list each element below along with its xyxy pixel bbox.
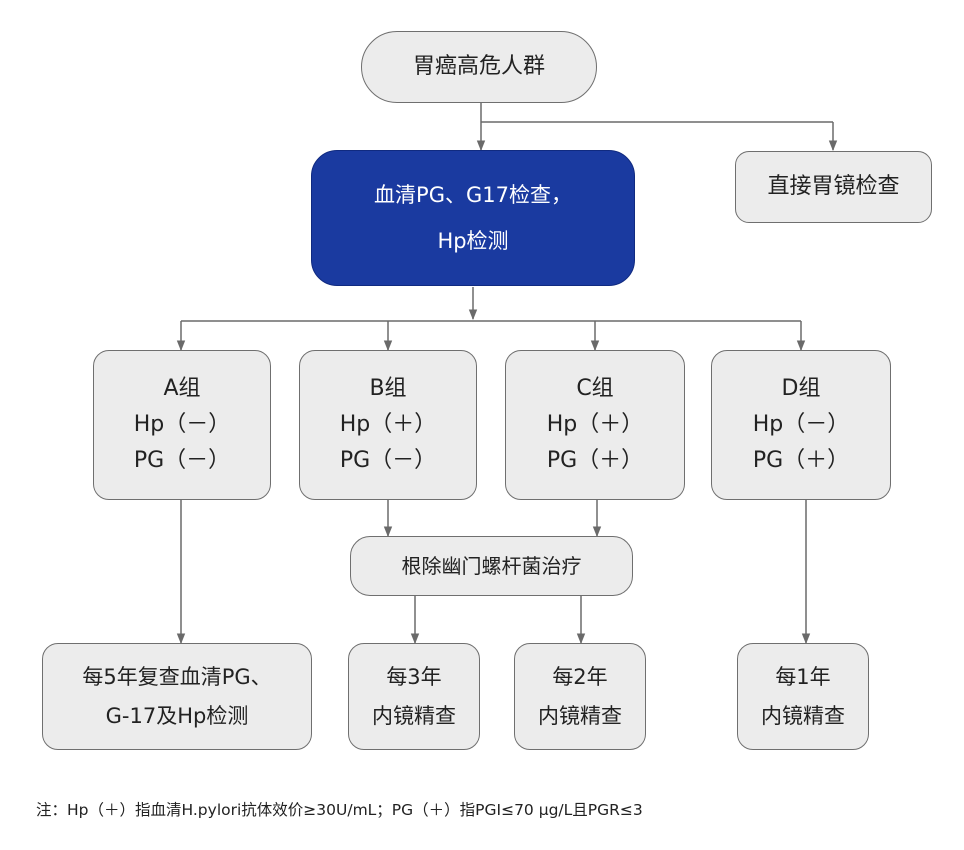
group-a-node: A组 Hp（－） PG（－）	[93, 350, 271, 500]
followup-a-node: 每5年复查血清PG、 G-17及Hp检测	[42, 643, 312, 750]
followup-a-line2: G-17及Hp检测	[105, 703, 249, 728]
group-b-name: B组	[369, 375, 407, 401]
treatment-node: 根除幽门螺杆菌治疗	[350, 536, 633, 596]
followup-d-line1: 每1年	[775, 664, 831, 689]
followup-b-node: 每3年 内镜精查	[348, 643, 480, 750]
followup-b-line2: 内镜精查	[372, 703, 456, 728]
group-d-hp: Hp（－）	[752, 411, 850, 437]
group-a-name: A组	[163, 375, 201, 401]
blood-test-line1: 血清PG、G17检查，	[374, 182, 572, 207]
treatment-label: 根除幽门螺杆菌治疗	[401, 554, 582, 578]
start-label: 胃癌高危人群	[412, 54, 545, 80]
group-c-pg: PG（＋）	[546, 448, 644, 474]
followup-c-line1: 每2年	[552, 664, 608, 689]
start-node: 胃癌高危人群	[361, 31, 597, 103]
followup-d-node: 每1年 内镜精查	[737, 643, 869, 750]
followup-d-line2: 内镜精查	[761, 703, 845, 728]
blood-test-node: 血清PG、G17检查， Hp检测	[311, 150, 635, 286]
followup-c-line2: 内镜精查	[538, 703, 622, 728]
group-d-name: D组	[781, 375, 821, 401]
footnote: 注：Hp（＋）指血清H.pylori抗体效价≥30U/mL；PG（＋）指PGⅠ≤…	[36, 801, 643, 819]
blood-test-line2: Hp检测	[437, 229, 509, 253]
followup-c-node: 每2年 内镜精查	[514, 643, 646, 750]
group-b-hp: Hp（＋）	[339, 411, 437, 437]
group-a-hp: Hp（－）	[133, 411, 231, 437]
group-c-hp: Hp（＋）	[546, 411, 644, 437]
group-a-pg: PG（－）	[133, 448, 231, 474]
group-d-pg: PG（＋）	[752, 448, 850, 474]
group-c-node: C组 Hp（＋） PG（＋）	[505, 350, 685, 500]
group-b-pg: PG（－）	[339, 448, 437, 474]
followup-b-line1: 每3年	[386, 664, 442, 689]
endoscopy-node: 直接胃镜检查	[735, 151, 932, 223]
endoscopy-label: 直接胃镜检查	[767, 174, 900, 200]
group-c-name: C组	[576, 375, 614, 401]
group-d-node: D组 Hp（－） PG（＋）	[711, 350, 891, 500]
followup-a-line1: 每5年复查血清PG、	[82, 664, 272, 689]
group-b-node: B组 Hp（＋） PG（－）	[299, 350, 477, 500]
